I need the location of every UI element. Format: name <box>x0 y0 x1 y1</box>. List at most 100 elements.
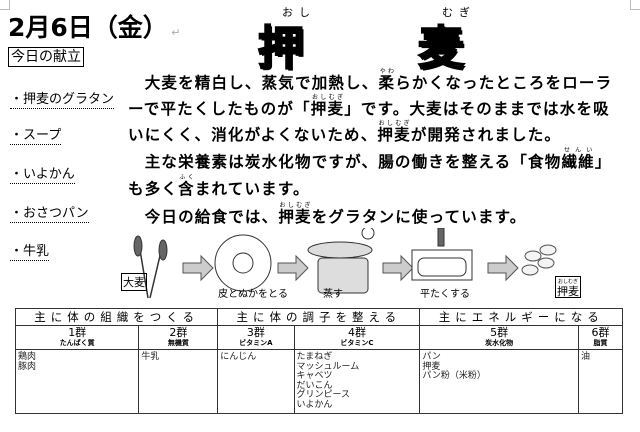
nutrient-name: 炭水化物 <box>485 339 514 347</box>
menu-item: ・押麦のグラタン <box>10 92 115 109</box>
food-item: グリンピース <box>296 390 351 400</box>
step-label: 皮とぬかをとる <box>218 289 288 300</box>
nutrient-name: たんぱく質 <box>59 339 95 347</box>
ruby-word: 含ふく <box>178 174 195 198</box>
furigana: おしむぎ <box>278 202 312 209</box>
group-column-header: 1群たんぱく質 <box>14 325 140 350</box>
ruby-base: 柔 <box>378 74 396 92</box>
body-text-segment: 」 <box>594 153 612 171</box>
furigana: おしむぎ <box>377 120 411 127</box>
group-column-header: 3群ビタミンA <box>217 325 295 350</box>
group-column-header: 2群無機質 <box>138 325 219 350</box>
arrow-icon <box>382 254 414 282</box>
body-text-segment: まれています。 <box>194 180 310 198</box>
arrow-icon <box>182 254 214 282</box>
page-corner-mark <box>0 0 10 10</box>
nutrient-name: ビタミンC <box>340 339 374 347</box>
end-label: おしむぎ押麦 <box>555 276 581 298</box>
steamer-icon <box>307 228 375 294</box>
food-item: 牛乳 <box>141 352 160 362</box>
food-items-cell: たまねぎマッシュルームキャベツだいこんグリンピースいよかん <box>293 349 421 414</box>
body-line: ーで平たくしたものが「押麦おしむぎ」です。大麦はそのままでは水を吸 <box>128 94 610 118</box>
arrow-icon <box>487 254 519 282</box>
title-char-2: 麦 <box>417 20 465 76</box>
date-heading: 2月6日（金） ↵ <box>8 13 181 42</box>
menu-item: ・いよかん <box>10 167 75 184</box>
ruby-base: 押麦 <box>278 208 312 226</box>
food-item: 油 <box>580 352 590 362</box>
furigana: せんい <box>561 147 595 154</box>
ruby-word: 柔やわ <box>378 68 396 92</box>
end-label-text: 押麦 <box>557 285 579 298</box>
food-item: だいこん <box>296 380 333 391</box>
end-furigana: おしむぎ <box>557 279 578 285</box>
group-header: 主に体の組織をつくる <box>14 308 219 326</box>
group-name: 4群 <box>347 326 366 339</box>
nutrient-name: 脂質 <box>593 339 608 347</box>
group-column-header: 4群ビタミンC <box>293 325 421 350</box>
body-text-segment: らかくなったところをローラ <box>395 74 613 92</box>
arrow-icon <box>277 254 309 282</box>
group-name: 2群 <box>169 326 188 339</box>
ruby-base: 押麦 <box>310 100 345 118</box>
body-text-segment: も多く <box>128 180 179 198</box>
food-item: 豚肉 <box>18 361 37 372</box>
start-label: 大麦 <box>121 273 147 291</box>
group-header: 主にエネルギーになる <box>419 308 623 326</box>
group-column-header: 6群脂質 <box>577 325 624 350</box>
polishing-icon <box>214 234 272 292</box>
furigana: ふく <box>178 174 195 181</box>
kondate-label: 今日の献立 <box>8 47 84 67</box>
roller-icon <box>411 228 473 281</box>
ruby-word: 押麦おしむぎ <box>310 94 345 118</box>
body-text-segment: いにくく、消化がよくないため、 <box>128 126 378 144</box>
food-item: たまねぎ <box>296 352 333 362</box>
title-furigana-1: おし <box>282 6 316 19</box>
group-name: 1群 <box>68 326 87 339</box>
group-name: 5群 <box>490 326 509 339</box>
ruby-base: 繊維 <box>561 153 595 171</box>
food-items-cell: 油 <box>577 349 624 414</box>
body-line: 大麦を精白し、蒸気で加熱し、柔やわらかくなったところをローラ <box>128 68 612 92</box>
body-line: 主な栄養素は炭水化物ですが、腸の働きを整える「食物繊維せんい」 <box>128 147 612 171</box>
food-item: パン <box>422 352 441 362</box>
food-groups-table: 主に体の組織をつくる 主に体の調子を整える 主にエネルギーになる 1群たんぱく質… <box>14 308 624 414</box>
page-corner-mark <box>630 0 640 10</box>
food-item: 鶏肉 <box>18 352 37 362</box>
body-line: いにくく、消化がよくないため、押麦おしむぎが開発されました。 <box>128 120 561 144</box>
nutrient-name: ビタミンA <box>239 339 273 347</box>
ruby-word: 繊維せんい <box>561 147 595 171</box>
step-label: 平たくする <box>420 289 470 300</box>
group-header: 主に体の調子を整える <box>217 308 421 326</box>
body-text-segment: 」です。大麦はそのままでは水を吸 <box>344 100 610 118</box>
food-items-cell: パン押麦パン粉（米粉） <box>419 349 579 414</box>
menu-item: ・おさつパン <box>10 206 89 223</box>
body-text-segment: ーで平たくしたものが「 <box>128 100 311 118</box>
body-text-segment: をグラタンに使っています。 <box>311 208 527 226</box>
food-item: キャベツ <box>296 371 333 381</box>
body-text-segment: 主な栄養素は炭水化物ですが、腸の働きを整える「食物 <box>128 153 562 171</box>
menu-item: ・牛乳 <box>10 244 50 261</box>
group-name: 3群 <box>246 326 265 339</box>
date-text: 2月6日（金） <box>8 13 168 42</box>
food-item: 押麦 <box>422 361 441 372</box>
body-line: 今日の給食では、押麦おしむぎをグラタンに使っています。 <box>128 202 527 226</box>
food-items-cell: 牛乳 <box>138 349 219 414</box>
food-items-cell: 鶏肉豚肉 <box>14 349 140 414</box>
food-item: パン粉（米粉） <box>422 371 486 381</box>
furigana: やわ <box>378 68 396 75</box>
body-text-segment: が開発されました。 <box>410 126 562 144</box>
body-text-segment: 大麦を精白し、蒸気で加熱し、 <box>128 74 379 92</box>
title-char-1: 押 <box>257 20 305 76</box>
group-name: 6群 <box>591 326 610 339</box>
ruby-base: 押麦 <box>377 126 411 144</box>
food-items-cell: にんじん <box>217 349 295 414</box>
food-item: いよかん <box>296 399 333 410</box>
food-item: にんじん <box>220 352 257 362</box>
ruby-base: 含 <box>178 180 195 198</box>
process-illustration <box>133 228 557 299</box>
step-label: 蒸す <box>323 289 343 300</box>
group-column-header: 5群炭水化物 <box>419 325 579 350</box>
body-line: も多く含ふくまれています。 <box>128 174 310 198</box>
title-furigana-2: むぎ <box>442 6 476 19</box>
